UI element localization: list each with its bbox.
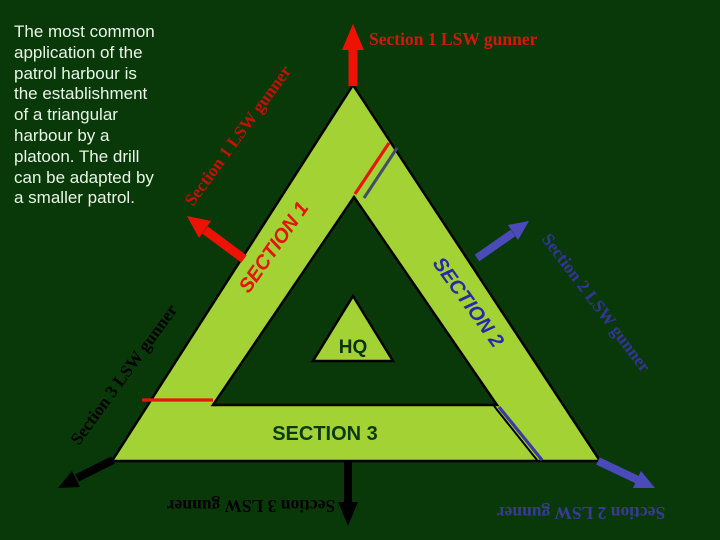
hq-label: HQ <box>339 337 368 358</box>
bottomright-boundary-stripe-black <box>493 405 538 461</box>
section1-gunner-label-top: Section 1 LSW gunner <box>369 29 538 49</box>
intro-text: The most common application of the patro… <box>14 22 194 209</box>
section2-gunner-label-flipped: Section 2 LSW gunner <box>497 503 666 523</box>
intro-line: of a triangular <box>14 105 118 125</box>
section3-gunner-label-flipped: Section 3 LSW gunner <box>167 496 336 516</box>
section3-label: SECTION 3 <box>272 423 378 445</box>
bottomright-boundary-stripe-blue <box>497 405 544 462</box>
intro-line: platoon. The drill <box>14 146 140 166</box>
intro-line: can be adapted by <box>14 167 154 187</box>
section3-down-arrow <box>338 462 358 526</box>
intro-line: the establishment <box>14 84 148 104</box>
apex-boundary-stripe-red <box>353 142 391 195</box>
intro-line: a smaller patrol. <box>14 188 135 208</box>
section2-diagonal-arrow <box>474 221 529 262</box>
hq-triangle <box>310 293 396 363</box>
triangle-band <box>109 82 603 463</box>
section3-corner-arrow <box>58 456 115 488</box>
section1-up-arrow <box>342 24 364 86</box>
section1-diagonal-arrow <box>187 216 247 263</box>
intro-line: patrol harbour is <box>14 63 137 83</box>
section1-gunner-label-diagonal: Section 1 LSW gunner <box>180 61 295 209</box>
intro-line: application of the <box>14 42 143 62</box>
intro-line: The most common <box>14 22 155 41</box>
section2-corner-arrow <box>596 457 655 488</box>
section2-gunner-label-diagonal: Section 2 LSW gunner <box>538 229 655 376</box>
apex-boundary-stripe-blue <box>362 147 399 199</box>
intro-line: harbour by a <box>14 125 110 145</box>
